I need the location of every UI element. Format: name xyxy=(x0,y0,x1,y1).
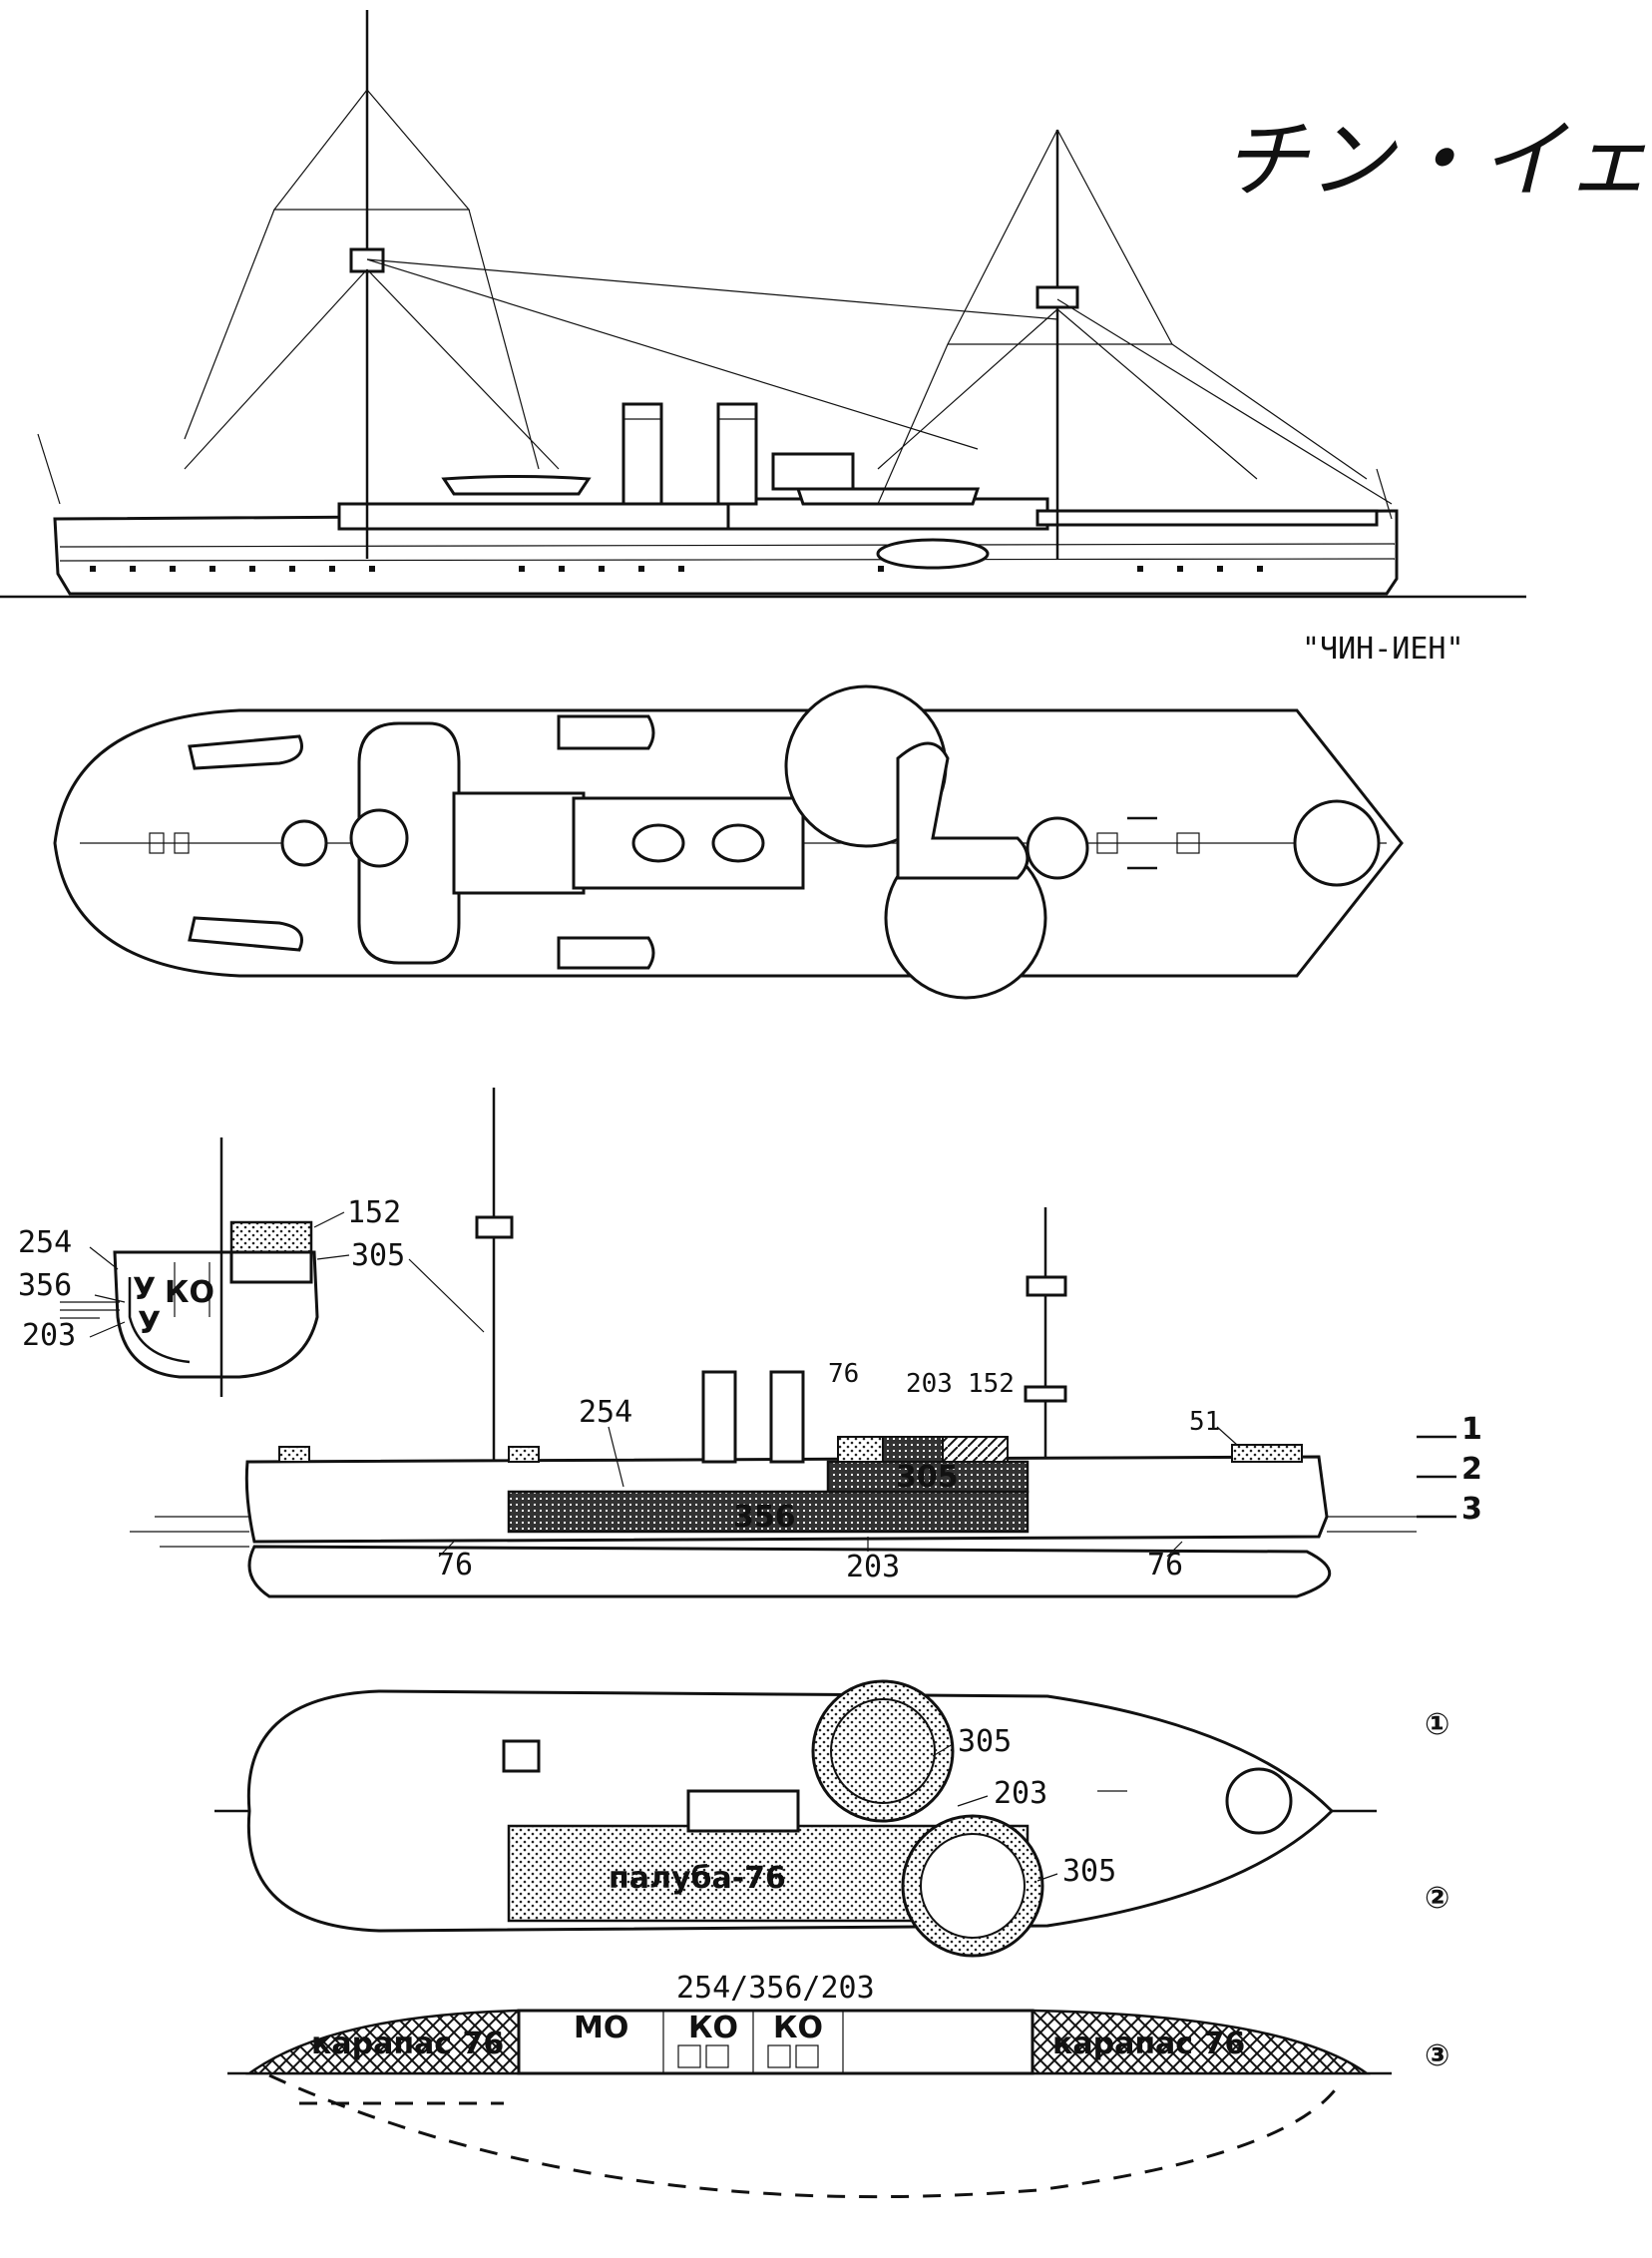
label-belt-label: 254/356/203 xyxy=(676,1971,875,2006)
carapace-fore xyxy=(1031,2009,1371,2075)
label-ko1: КО xyxy=(688,2011,738,2045)
label-t76-bow: 76 xyxy=(1147,1548,1183,1582)
carapace-aft xyxy=(245,2009,521,2075)
label-t152-top: 152 xyxy=(968,1369,1015,1399)
label-thick-152: 152 xyxy=(347,1195,401,1230)
label-t305: 305 xyxy=(896,1460,959,1495)
label-ko2: КО xyxy=(773,2011,823,2045)
hull-profile xyxy=(53,509,1399,596)
belt-356 xyxy=(507,1490,1030,1534)
label-thick-203: 203 xyxy=(22,1318,76,1353)
label-t51: 51 xyxy=(1189,1407,1220,1437)
level-markers: 1 2 3 xyxy=(1417,1412,1482,1527)
label-t76-top: 76 xyxy=(828,1359,859,1389)
label-t203-bottom: 203 xyxy=(846,1550,900,1584)
waterline-section: 254/356/203 карапас 76 карапас 76 МО КО … xyxy=(227,1971,1449,2199)
label-comp-ko: КО xyxy=(165,1275,214,1310)
marker-3: ③ xyxy=(1425,2038,1449,2073)
label-level-3: 3 xyxy=(1461,1492,1482,1527)
label-thick-254: 254 xyxy=(18,1225,72,1260)
handwritten-title: チン・イェン xyxy=(1222,111,1652,211)
label-t76-stern: 76 xyxy=(437,1548,473,1582)
label-carapace-right: карапас 76 xyxy=(1052,2027,1245,2061)
label-comp-u1: У xyxy=(133,1272,156,1307)
label-thick-356: 356 xyxy=(18,1268,72,1303)
ship-name: "ЧИН-ИЕН" xyxy=(1302,632,1464,667)
label-t305-b: 305 xyxy=(1062,1854,1116,1889)
funnel-2 xyxy=(716,402,758,506)
label-t203: 203 xyxy=(994,1776,1047,1811)
side-elevation: "ЧИН-ИЕН" xyxy=(0,10,1526,667)
label-comp-u2: У xyxy=(138,1306,161,1341)
funnel-1 xyxy=(621,402,663,506)
armor-profile: 76 203 152 51 254 305 356 76 203 76 1 2 … xyxy=(130,1088,1482,1598)
label-deck-label: палуба-76 xyxy=(609,1861,786,1896)
label-t356: 356 xyxy=(733,1500,796,1535)
label-carapace-left: карапас 76 xyxy=(311,2027,504,2061)
label-thick-305: 305 xyxy=(351,1238,405,1273)
deck-plan xyxy=(53,684,1404,1000)
marker-2: ② xyxy=(1425,1881,1449,1916)
label-t305-a: 305 xyxy=(958,1724,1012,1759)
marker-1: ① xyxy=(1425,1707,1449,1742)
citadel xyxy=(517,2009,1034,2075)
midship-section: У У КО 152 305 254 356 203 xyxy=(18,1137,485,1397)
label-level-1: 1 xyxy=(1461,1412,1482,1447)
label-level-2: 2 xyxy=(1461,1452,1482,1487)
label-t203-top: 203 xyxy=(906,1369,953,1399)
hull-outline-dashed xyxy=(268,2073,1344,2199)
label-mo: МО xyxy=(574,2011,628,2045)
armor-deck-plan: палуба-76 305 203 305 ① ② xyxy=(214,1679,1449,1958)
label-t254: 254 xyxy=(579,1395,632,1430)
